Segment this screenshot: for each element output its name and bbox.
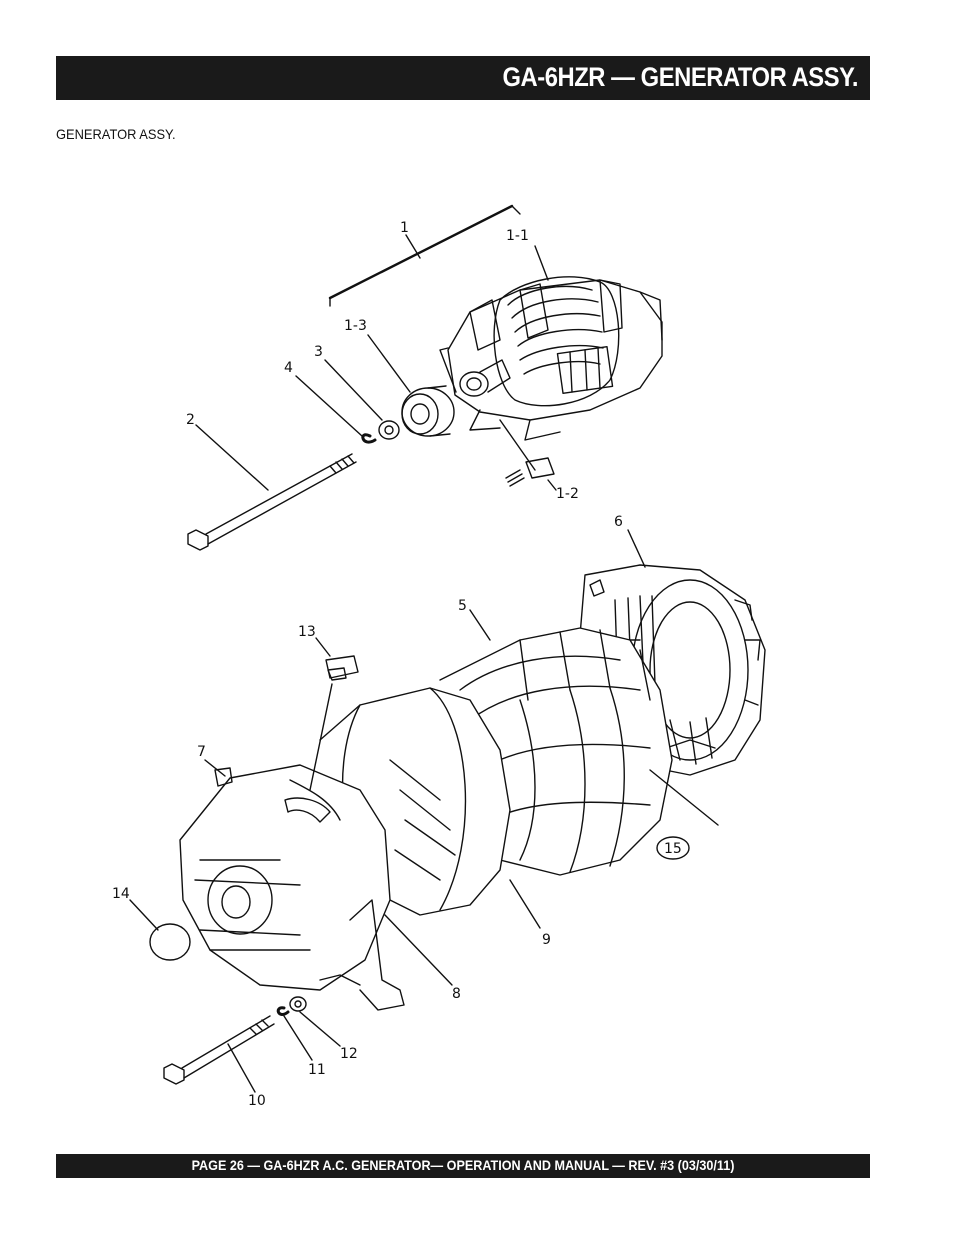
callout-15-circle [656, 836, 690, 860]
leader-14 [129, 899, 159, 931]
section-label: GENERATOR ASSY. [56, 126, 176, 142]
mount-washer-part [289, 996, 307, 1012]
callout-3: 3 [314, 344, 323, 360]
leader-9 [509, 879, 541, 929]
lock-washer-part [361, 433, 377, 444]
leader-4 [295, 375, 363, 437]
callout-1-3: 1-3 [344, 318, 367, 334]
leader-1-2 [547, 479, 557, 491]
leader-10 [227, 1043, 256, 1093]
front-bracket-part [179, 764, 405, 1011]
leader-7 [204, 759, 226, 777]
leader-15 [649, 769, 719, 826]
leader-11 [283, 1015, 313, 1061]
page-title: GA-6HZR — GENERATOR ASSY. [502, 62, 858, 92]
mount-bolt-part [163, 1015, 275, 1085]
callout-2: 2 [186, 412, 195, 428]
plug-part [149, 923, 191, 961]
leader-6 [627, 529, 646, 568]
leader-13-b [309, 683, 333, 791]
callout-9: 9 [542, 932, 551, 948]
header-bar: GA-6HZR — GENERATOR ASSY. [56, 56, 870, 100]
callout-10: 10 [248, 1093, 266, 1109]
leader-8 [384, 914, 453, 986]
page-footer: PAGE 26 — GA-6HZR A.C. GENERATOR— OPERAT… [191, 1157, 735, 1173]
leader-1-3 [367, 334, 411, 393]
callout-8: 8 [452, 986, 461, 1002]
assembly-bracket-1 [328, 204, 521, 307]
callout-11: 11 [308, 1062, 326, 1078]
leader-12 [299, 1011, 341, 1047]
callout-12: 12 [340, 1046, 358, 1062]
rotor-part [439, 276, 663, 441]
callout-14: 14 [112, 886, 130, 902]
through-bolt-part [187, 453, 357, 551]
callout-6: 6 [614, 514, 623, 530]
bearing-part [401, 385, 455, 437]
callout-15: 15 [664, 841, 682, 857]
callout-13: 13 [298, 624, 316, 640]
cap-part [325, 655, 359, 681]
leader-2 [195, 424, 269, 491]
callout-4: 4 [284, 360, 293, 376]
mount-lock-washer-part [276, 1006, 290, 1016]
callout-7: 7 [197, 744, 206, 760]
leader-5 [469, 609, 491, 641]
diode-part [499, 419, 555, 487]
callout-1: 1 [400, 220, 409, 236]
callout-1-2: 1-2 [556, 486, 579, 502]
leader-1-1 [534, 245, 549, 281]
leader-3 [324, 359, 383, 421]
callout-5: 5 [458, 598, 467, 614]
callout-1-1: 1-1 [506, 228, 529, 244]
footer-bar: PAGE 26 — GA-6HZR A.C. GENERATOR— OPERAT… [56, 1154, 870, 1178]
leader-13 [315, 637, 331, 657]
washer-part [378, 420, 400, 440]
